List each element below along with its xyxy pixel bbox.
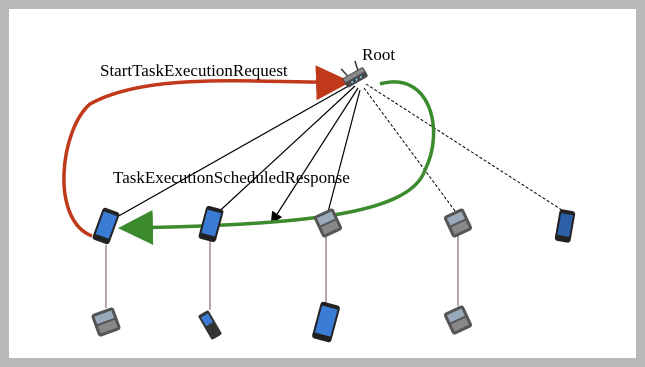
response-label: TaskExecutionScheduledResponse (113, 168, 350, 187)
link-root-device2 (211, 85, 356, 219)
response-arrow (118, 80, 436, 246)
link-root-device1 (107, 83, 353, 223)
smartphone-icon (92, 207, 120, 245)
feature-phone-icon (91, 307, 121, 337)
root-label: Root (362, 45, 395, 64)
smartphone-icon (554, 209, 576, 243)
feature-phone-icon (313, 208, 343, 238)
link-root-device5 (365, 83, 566, 213)
flip-phone-icon (198, 310, 222, 340)
feature-phone-icon (443, 208, 473, 238)
smartphone-icon (198, 205, 224, 243)
feature-phone-icon (443, 305, 473, 335)
smartphone-icon (312, 301, 340, 343)
link-root-device4 (363, 87, 459, 216)
child-links (105, 235, 459, 310)
request-arrow (62, 65, 351, 238)
link-root-device3 (327, 89, 361, 213)
request-label: StartTaskExecutionRequest (100, 61, 288, 80)
root-links (107, 83, 566, 225)
router-icon (340, 60, 368, 88)
link-root-response-arrow (270, 87, 359, 225)
